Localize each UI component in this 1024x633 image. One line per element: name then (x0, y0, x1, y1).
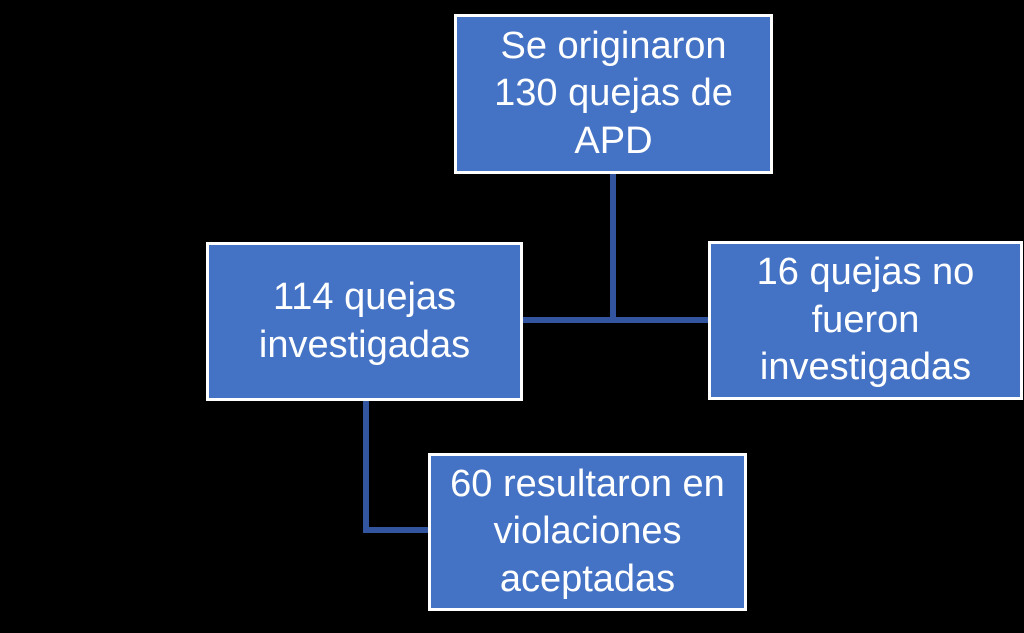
node-apd-origin: Se originaron 130 quejas de APD (454, 14, 773, 174)
node-not-investigated-label: 16 quejas no fueron investigadas (756, 251, 975, 389)
node-apd-origin-label: Se originaron 130 quejas de APD (494, 24, 733, 162)
connector-investigated-stem (363, 400, 369, 533)
connector-children-crossbar (523, 317, 708, 323)
node-investigated-label: 114 quejas investigadas (258, 276, 471, 366)
node-not-investigated: 16 quejas no fueron investigadas (708, 241, 1023, 400)
connector-investigated-elbow (363, 527, 429, 533)
connector-origin-stem (610, 173, 616, 323)
node-accepted-violations-label: 60 resultaron en violaciones aceptadas (450, 462, 725, 600)
node-investigated: 114 quejas investigadas (206, 242, 523, 401)
node-accepted-violations: 60 resultaron en violaciones aceptadas (428, 453, 747, 611)
